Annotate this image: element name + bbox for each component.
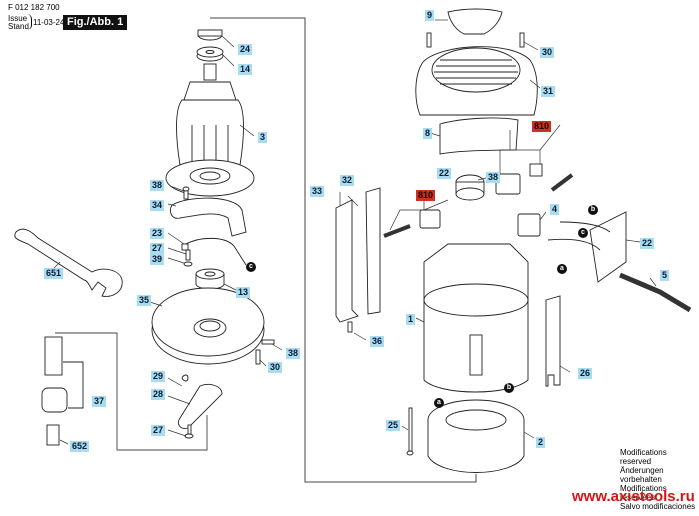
connection-marker-a2: a [434,398,444,408]
pcb-part [589,211,627,283]
part-number: F 012 182 700 [8,3,60,12]
motor-housing-part [423,243,529,393]
lock-lever-part [177,383,223,429]
part-label-35: 35 [137,295,152,306]
connection-marker-b: b [588,205,598,215]
part-label-14: 14 [238,64,253,75]
electronics-module-part [455,174,485,201]
bearing-flange-part [151,287,265,365]
scale-plate-part [545,295,561,387]
part-label-23: 23 [150,228,165,239]
part-label-27b: 27 [151,425,166,436]
part-label-30: 30 [268,362,283,373]
assembly-bracket-line [210,17,477,483]
part-label-36: 36 [370,336,385,347]
cable-lead-part [183,237,247,266]
upper-bearing-part [196,46,224,62]
armature-part [165,63,255,197]
notice-line-es: Salvo modificaciones [620,502,696,511]
modifications-notice: Modifications reserved Änderungen vorbeh… [620,448,699,511]
part-label-652: 652 [70,441,90,452]
part-label-24: 24 [238,44,253,55]
part-label-9: 9 [425,10,435,21]
connection-marker-c: c [246,262,256,272]
part-label-38c: 38 [486,172,501,183]
notice-line-de: Änderungen vorbehalten [620,466,664,484]
part-label-31: 31 [541,86,556,97]
motor-cover-part [415,46,538,116]
guide-rail-33-part [335,199,359,323]
part-label-33: 33 [310,186,325,197]
screw-38-part [182,186,190,200]
connection-marker-c2: c [578,228,588,238]
retaining-ring-part [197,29,223,41]
part-label-39: 39 [150,254,165,265]
part-label-34: 34 [150,200,165,211]
part-label-651: 651 [44,268,64,279]
notice-line-fr: Modifications reservées [620,484,667,502]
part-label-38: 38 [150,180,165,191]
long-screw-part [408,407,413,453]
part-label-1: 1 [406,314,416,325]
guide-bracket-part [169,197,247,237]
part-label-5: 5 [660,270,670,281]
part-label-13: 13 [236,287,251,298]
part-label-27: 27 [150,243,165,254]
part-label-37: 37 [92,396,107,407]
part-label-26: 26 [578,368,593,379]
power-cord-part [619,272,692,313]
part-label-810-left: 810 [416,190,436,201]
part-label-4: 4 [550,204,560,215]
guide-rail-32-part [365,187,381,315]
part-label-28: 28 [151,389,166,400]
part-label-30b: 30 [540,47,555,58]
part-label-29: 29 [151,371,166,382]
label-band-part [439,117,519,155]
part-label-8: 8 [423,128,433,139]
part-label-22b: 22 [640,238,655,249]
part-label-25: 25 [386,420,401,431]
website-link[interactable]: www.axistools.ru [572,488,695,505]
connection-marker-a: a [557,264,567,274]
notice-line-en: Modifications reserved [620,448,667,466]
nameplate-part [447,8,503,35]
figure-title: Fig./Abb. 1 [63,15,128,30]
wrench-part [14,228,123,297]
switch-part [517,213,541,237]
connection-marker-b2: b [504,383,514,393]
collet-nut-part [41,336,68,446]
part-label-2: 2 [536,437,546,448]
part-label-32: 32 [340,175,355,186]
field-stator-part [427,399,525,473]
stand-label: Stand [8,22,29,31]
part-label-810-top: 810 [532,121,552,132]
collet-bracket-line [55,332,208,451]
part-label-22: 22 [437,168,452,179]
brace-divider [27,14,32,30]
lower-bearing-part [195,268,225,290]
part-label-3: 3 [258,132,268,143]
part-label-38b: 38 [286,348,301,359]
issue-date: 11-03-24 [33,18,65,27]
issue-label: Issue [8,14,28,23]
